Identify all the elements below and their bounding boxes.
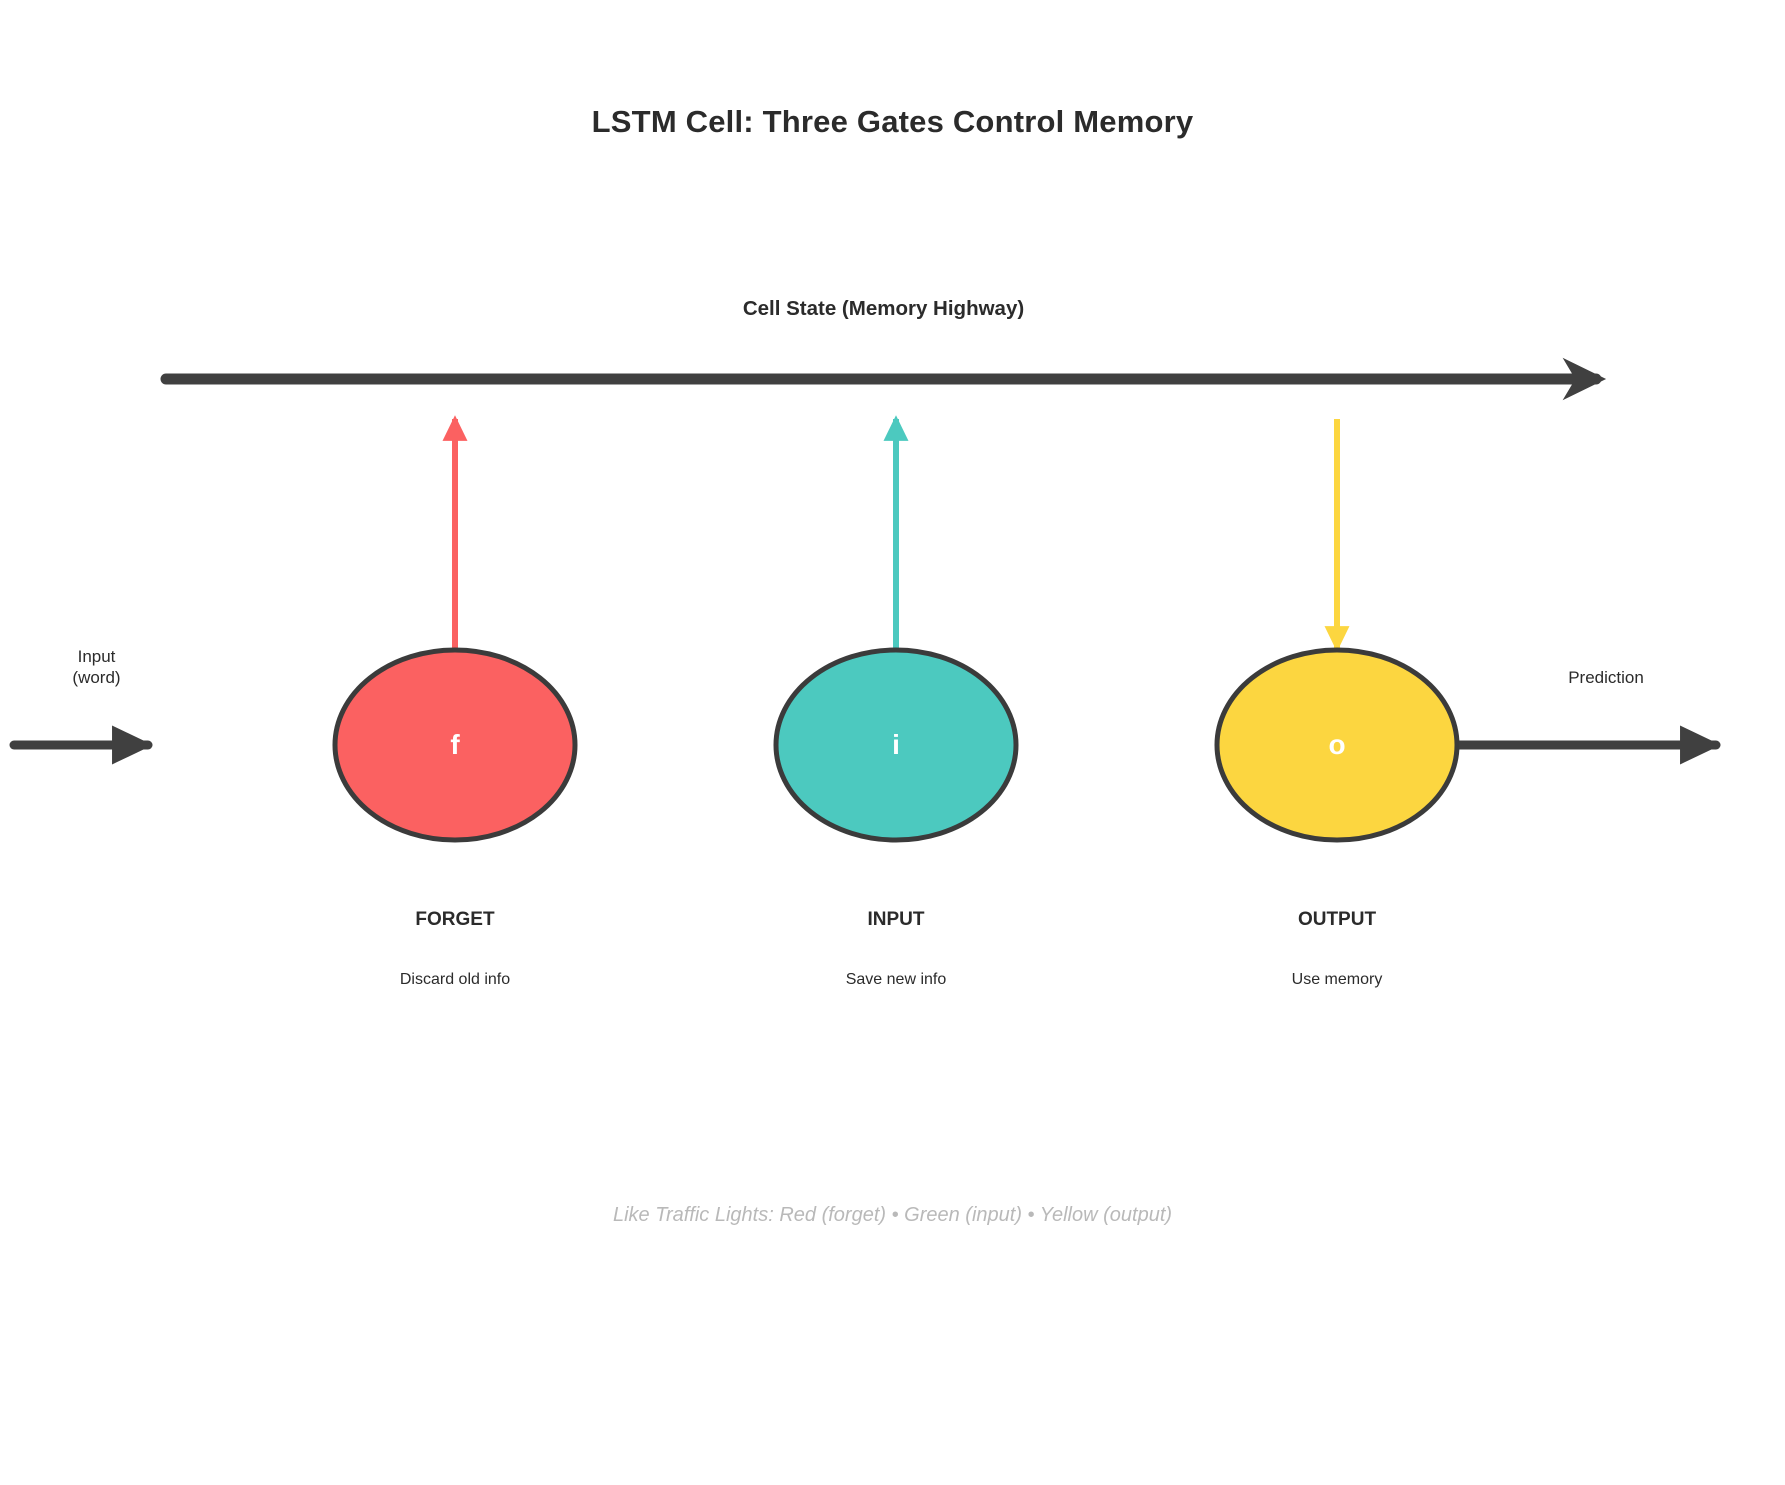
forget-gate-name: FORGET — [415, 909, 495, 930]
input-gate-letter: i — [892, 729, 900, 760]
output-gate-node[interactable] — [1214, 647, 1460, 843]
input-gate-description: Save new info — [845, 971, 947, 988]
prediction-label: Prediction — [1568, 668, 1644, 687]
input-label: Input (word) — [72, 647, 121, 688]
input-gate-name: INPUT — [867, 909, 925, 930]
forget-gate-letter: f — [450, 729, 460, 760]
output-gate-description: Use memory — [1291, 971, 1383, 988]
output-gate-letter: o — [1328, 729, 1346, 760]
forget-gate-node[interactable] — [332, 647, 578, 843]
input-gate-node[interactable] — [773, 647, 1019, 843]
page-title: LSTM Cell: Three Gates Control Memory — [591, 104, 1194, 139]
forget-gate-description: Discard old info — [399, 971, 511, 988]
cell-state-label: Cell State (Memory Highway) — [0, 296, 1785, 322]
output-gate-name: OUTPUT — [1297, 909, 1377, 930]
cell-state-label-text: Cell State (Memory Highway) — [742, 297, 1025, 320]
footnote-caption: Like Traffic Lights: Red (forget) • Gree… — [612, 1204, 1173, 1226]
